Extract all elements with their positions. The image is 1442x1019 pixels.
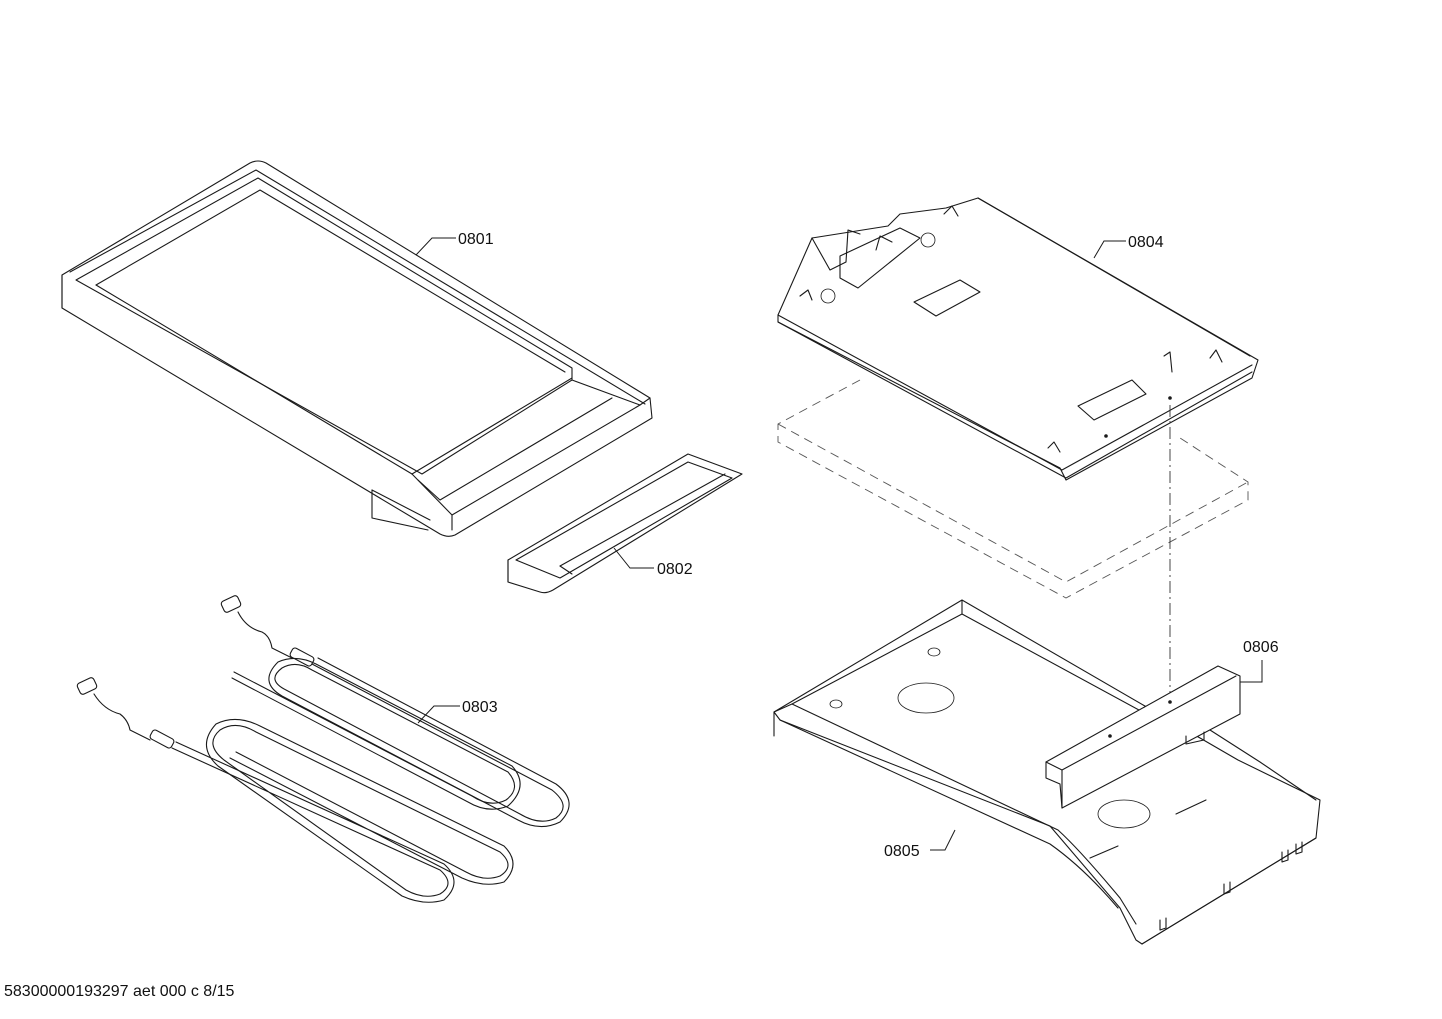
document-footer-code: 58300000193297 aet 000 c 8/15 bbox=[4, 983, 235, 1000]
part-number-0801: 0801 bbox=[458, 231, 494, 248]
part-number-0806: 0806 bbox=[1243, 639, 1279, 656]
callout-0802: 0802 bbox=[613, 547, 693, 578]
callout-0806: 0806 bbox=[1240, 639, 1279, 683]
callout-0805: 0805 bbox=[884, 829, 956, 860]
part-number-0804: 0804 bbox=[1128, 234, 1164, 251]
part-0806-bracket bbox=[1045, 665, 1241, 809]
part-0803-heating-elements bbox=[76, 595, 570, 903]
part-number-0805: 0805 bbox=[884, 843, 920, 860]
callout-0804: 0804 bbox=[1093, 234, 1164, 259]
part-number-0802: 0802 bbox=[657, 561, 693, 578]
part-0801-griddle-tray bbox=[61, 160, 653, 537]
part-0804-mounting-plate bbox=[777, 197, 1259, 481]
callout-0803: 0803 bbox=[417, 699, 498, 724]
part-number-0803: 0803 bbox=[462, 699, 498, 716]
insulation-outline-dashed bbox=[777, 379, 1249, 599]
part-0802-drip-channel bbox=[507, 453, 743, 594]
callout-0801: 0801 bbox=[415, 231, 494, 256]
